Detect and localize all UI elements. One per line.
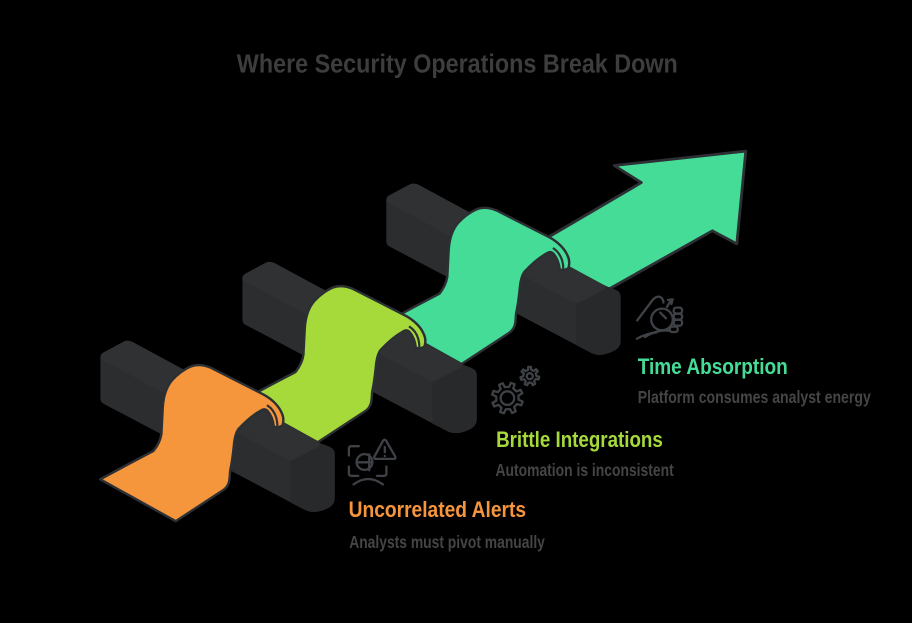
svg-text:Where Security Operations Brea: Where Security Operations Break Down bbox=[237, 50, 678, 78]
svg-text:Uncorrelated Alerts: Uncorrelated Alerts bbox=[349, 497, 526, 522]
svg-text:Brittle Integrations: Brittle Integrations bbox=[496, 427, 663, 452]
svg-text:Platform consumes analyst ener: Platform consumes analyst energy bbox=[638, 387, 871, 407]
svg-text:Analysts must pivot manually: Analysts must pivot manually bbox=[349, 532, 545, 552]
svg-text:Automation is inconsistent: Automation is inconsistent bbox=[496, 460, 674, 480]
svg-text:Time Absorption: Time Absorption bbox=[638, 354, 788, 379]
